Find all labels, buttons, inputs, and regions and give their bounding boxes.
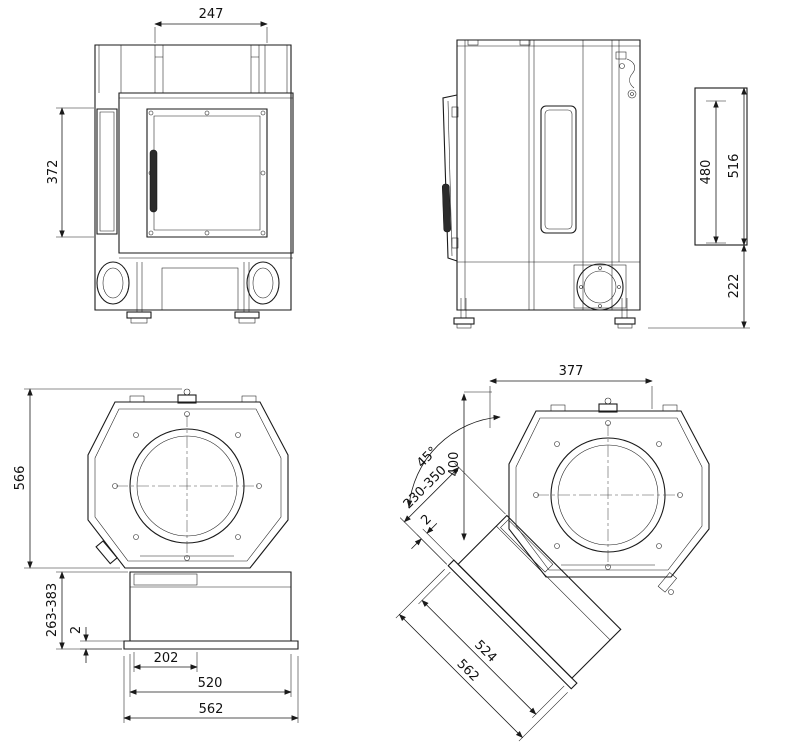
dim-hatch-width: 202 [154, 651, 179, 666]
dim-rot-pedestal-width: 524 [471, 638, 499, 666]
dim-pedestal-height: 263-383 [45, 583, 60, 637]
side-window-slot [540, 105, 577, 234]
dim-base-width: 562 [199, 702, 224, 717]
side-flue-flange [573, 264, 627, 309]
top-body-outline [87, 401, 289, 569]
side-view: 480 516 222 [442, 39, 750, 329]
front-glass-frame [146, 108, 268, 238]
top-door-latch [95, 540, 118, 565]
side-hinge-bottom [451, 237, 459, 249]
side-door-handle [442, 183, 451, 233]
top-hatch [133, 573, 198, 586]
dim-rot-base-width: 562 [454, 657, 482, 685]
front-facade-frame [118, 92, 294, 254]
dim-rot-width: 377 [559, 364, 584, 379]
side-legs [453, 298, 636, 329]
dim-line-rot-base-width [398, 613, 523, 739]
front-door-handle [149, 149, 158, 213]
front-frame-screws [148, 110, 266, 236]
dim-rot-base-gap: 2 [418, 512, 434, 528]
side-hanging-bracket [615, 51, 637, 99]
top-view: 566 263-383 2 202 520 562 [13, 388, 299, 723]
dim-pedestal-width: 520 [198, 676, 223, 691]
side-hinge-top [451, 106, 459, 118]
side-rear-panel [694, 87, 748, 246]
side-flue-bolts [579, 266, 621, 308]
rotated-pedestal-group: 230-350 2 524 562 [395, 462, 622, 742]
top-pedestal [129, 571, 292, 642]
dim-front-width: 247 [199, 7, 224, 22]
rotated-centerlines [537, 424, 679, 567]
front-view: 247 372 [46, 7, 294, 324]
dim-panel-height: 516 [727, 154, 742, 179]
side-body-outline [456, 39, 641, 311]
rotated-bolt-holes [533, 420, 683, 570]
dim-line-rot-pedestal-width [421, 599, 537, 715]
front-duct-flanges [96, 261, 280, 305]
rotated-corner-bracket [657, 572, 678, 593]
front-ash-drawer [161, 267, 239, 311]
dim-lower-height: 222 [727, 274, 742, 299]
dim-panel-inner-height: 480 [699, 160, 714, 185]
side-door [442, 94, 458, 262]
front-legs [126, 262, 260, 324]
front-side-glass [96, 108, 118, 235]
side-flue-outlet [576, 263, 624, 311]
dim-riser-length: 400 [447, 452, 462, 477]
top-base-plate [123, 640, 299, 650]
top-rotated-view: 230-350 2 524 562 377 400 45° [395, 364, 710, 742]
dim-base-gap: 2 [69, 626, 84, 634]
dim-top-depth: 566 [13, 466, 28, 491]
top-bolt-holes [112, 411, 262, 561]
front-panel-lines [98, 45, 288, 93]
dim-front-glass-height: 372 [46, 160, 61, 185]
top-centerlines [116, 415, 258, 558]
rotated-body-outline [508, 410, 710, 578]
side-panel-lines [457, 39, 640, 310]
angle-arc [406, 414, 501, 508]
front-body-outline [94, 44, 292, 311]
